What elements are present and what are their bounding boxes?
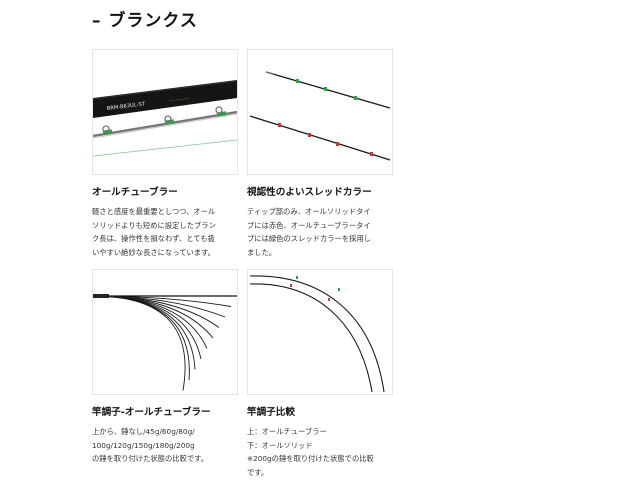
card-title: 視認性のよいスレッドカラー — [247, 187, 372, 198]
feature-card-thread-color: 視認性のよいスレッドカラー ティップ部のみ、オールソリッドタイ プには赤色、オー… — [247, 49, 393, 259]
red-thread-icon — [278, 123, 373, 156]
guide-icon — [290, 276, 340, 301]
action-compare-image — [247, 269, 393, 395]
card-title: 竿調子比較 — [247, 407, 295, 418]
section-title: – ブランクス — [92, 11, 198, 31]
feature-card-action-compare: 竿調子比較 上：オールチューブラー 下：オールソリッド ※200gの錘を取り付け… — [247, 269, 393, 479]
guide-icon — [164, 115, 175, 125]
card-description: ティップ部のみ、オールソリッドタイ プには赤色、オールチューブラータイ プには緑… — [247, 207, 372, 257]
thread-color-image — [247, 49, 393, 175]
green-thread-icon — [296, 79, 357, 100]
card-title: オールチューブラー — [92, 187, 178, 198]
feature-card-all-tubular: BRM-B63UL-ST ~~~~~~~ オールチューブラー 軽さと感度を最重要… — [92, 49, 238, 259]
svg-text:~~~~~~~: ~~~~~~~ — [169, 96, 190, 103]
blank-print-text: BRM-B63UL-ST — [107, 101, 147, 112]
card-description: 上から、錘なし/45g/60g/80g/ 100g/120g/150g/180g… — [92, 427, 209, 464]
rod-curve — [93, 295, 186, 391]
bend-comparison-image — [92, 269, 238, 395]
card-description: 軽さと感度を最重要としつつ、オール ソリッドよりも短めに設定したブラン ク長は、… — [92, 207, 216, 257]
guide-icon — [215, 106, 227, 117]
guide-icon — [102, 125, 113, 135]
card-description: 上：オールチューブラー 下：オールソリッド ※200gの錘を取り付けた状態での比… — [247, 427, 374, 477]
rod-closeup-image: BRM-B63UL-ST ~~~~~~~ — [92, 49, 238, 175]
rod-butt — [93, 294, 109, 298]
feature-card-action-tubular: 竿調子-オールチューブラー 上から、錘なし/45g/60g/80g/ 100g/… — [92, 269, 238, 466]
rod-bend-fan-graphic — [93, 270, 237, 394]
card-title: 竿調子-オールチューブラー — [92, 407, 211, 418]
